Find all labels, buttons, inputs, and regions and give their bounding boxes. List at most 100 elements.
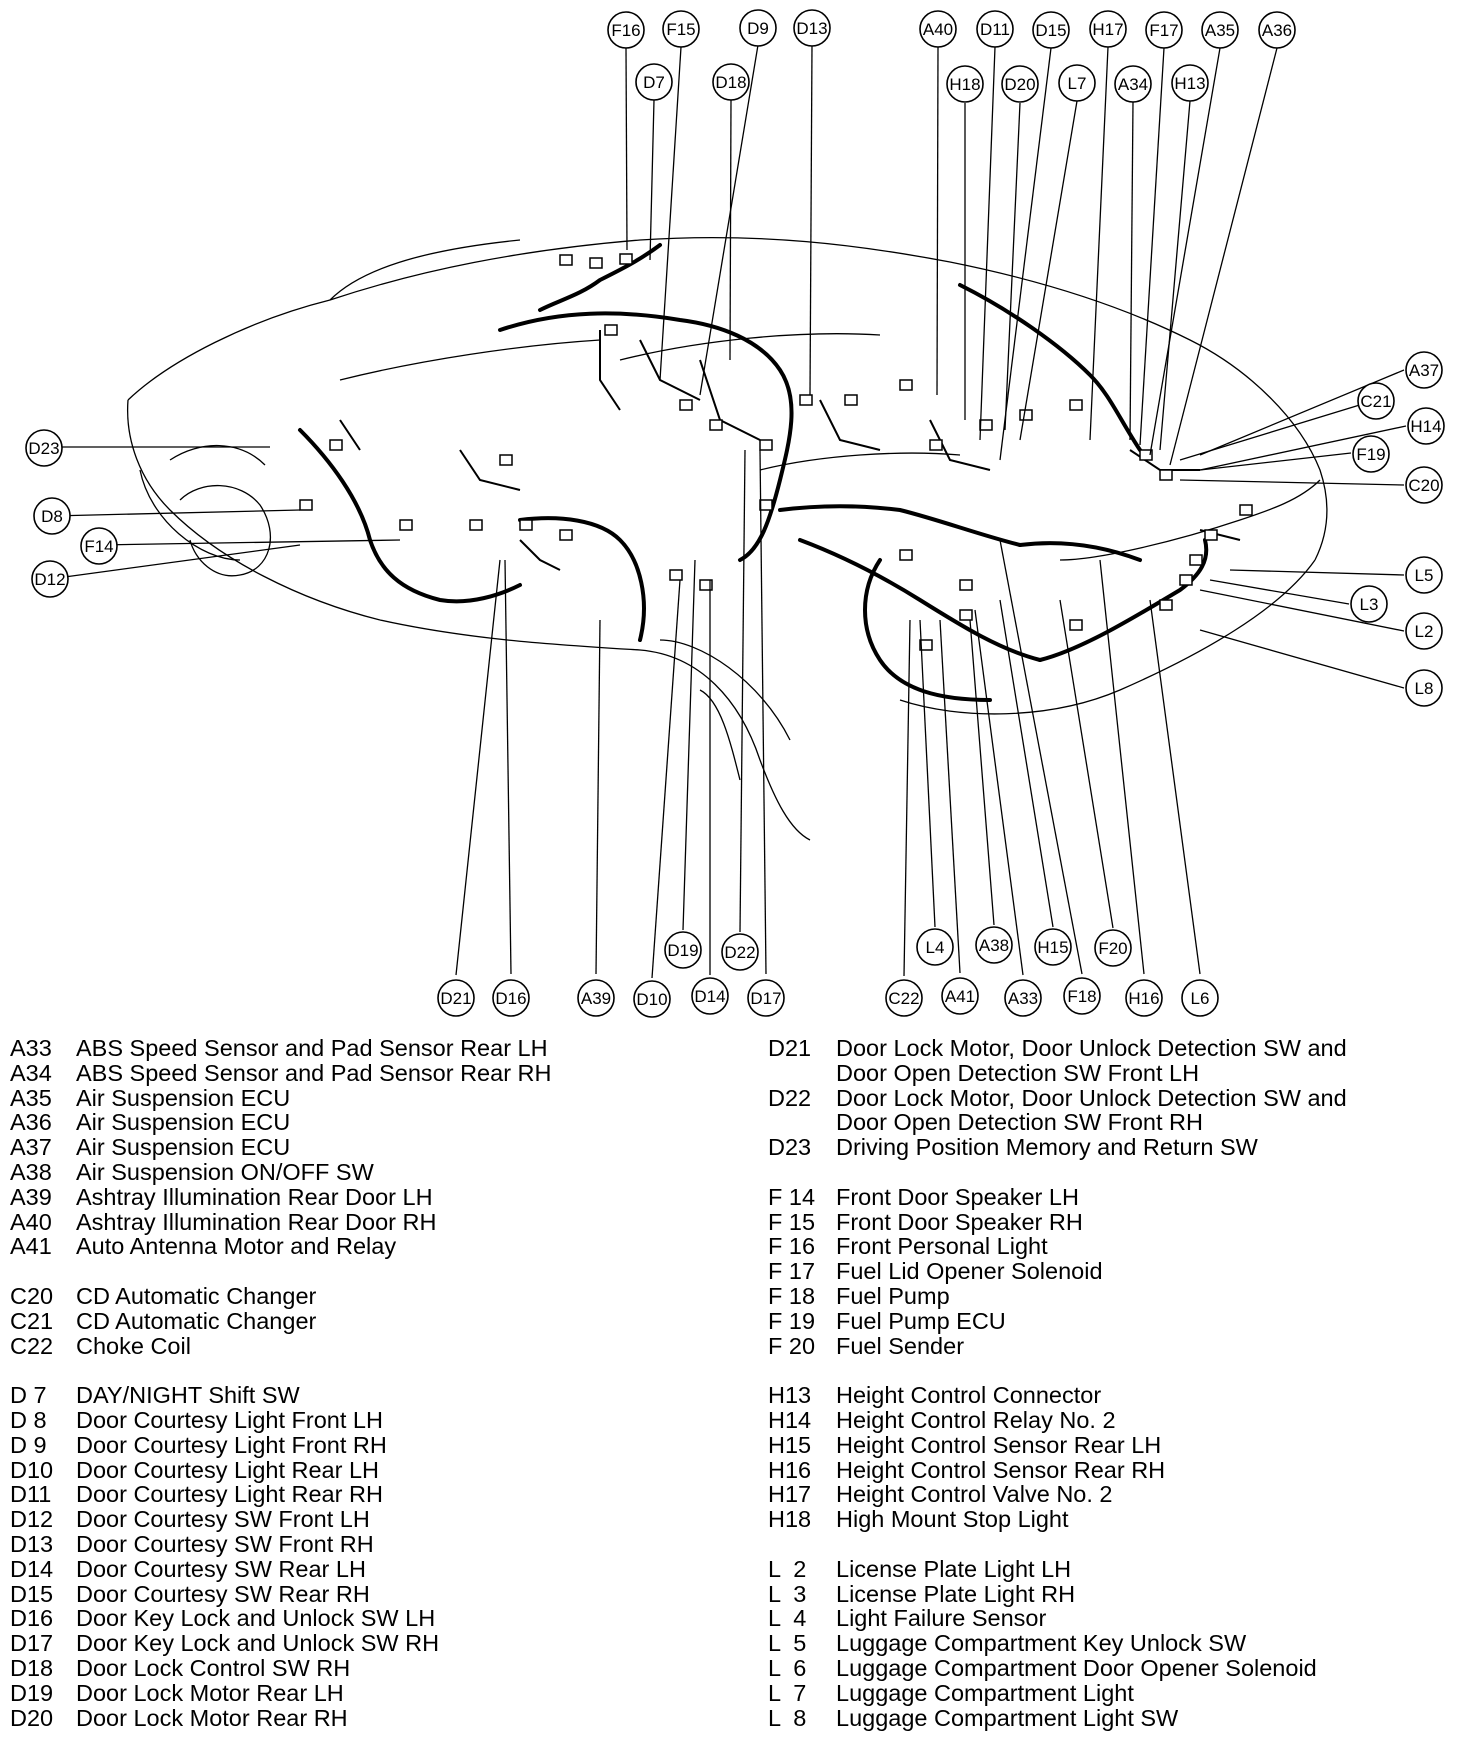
callout-circle: [635, 63, 673, 101]
legend-code: D 7: [10, 1382, 47, 1409]
callout-label: F16: [611, 21, 640, 40]
legend-entry: A38 Air Suspension ON/OFF SW: [10, 1160, 710, 1185]
callout-circle: [1125, 979, 1163, 1017]
callout-f16: F16: [607, 11, 645, 49]
callout-label: D19: [667, 941, 698, 960]
callout-label: D11: [980, 20, 1010, 39]
callout-d19: D19: [664, 931, 702, 969]
legend-description: Front Personal Light: [836, 1233, 1048, 1260]
callout-circle: [25, 429, 63, 467]
callout-h14: H14: [1407, 407, 1445, 445]
callout-label: F18: [1067, 987, 1096, 1006]
legend-code: F 15: [768, 1208, 816, 1235]
legend-code: C21: [10, 1307, 54, 1334]
legend-description: Door Lock Control SW RH: [76, 1654, 351, 1681]
callout-label: H15: [1037, 938, 1068, 957]
callout-label: F14: [84, 537, 113, 556]
legend-description: Door Key Lock and Unlock SW LH: [76, 1605, 436, 1632]
legend-description: Fuel Lid Opener Solenoid: [836, 1258, 1103, 1285]
callout-a41: A41: [941, 977, 979, 1015]
callout-circle: [793, 9, 831, 47]
callout-label: D22: [724, 943, 755, 962]
callout-circle: [633, 980, 671, 1018]
legend-code: D19: [10, 1679, 54, 1706]
legend-code: D15: [10, 1580, 54, 1607]
callout-label: A37: [1409, 361, 1439, 380]
callout-d21: D21: [437, 979, 475, 1017]
wire-harness: [298, 243, 1209, 702]
legend-code: A35: [10, 1084, 52, 1111]
legend-code: D10: [10, 1456, 54, 1483]
callout-circle: [1004, 979, 1042, 1017]
legend-code: F 19: [768, 1307, 816, 1334]
legend-description: Door Courtesy Light Rear RH: [76, 1481, 383, 1508]
legend-description: Air Suspension ON/OFF SW: [76, 1158, 374, 1185]
callout-a33: A33: [1004, 979, 1042, 1017]
legend-code: D23: [768, 1134, 812, 1161]
callout-circle: [1357, 382, 1395, 420]
legend-description: Door Courtesy SW Rear RH: [76, 1580, 370, 1607]
callout-circle: [1032, 11, 1070, 49]
callout-h15: H15: [1034, 928, 1072, 966]
callout-a35: A35: [1201, 11, 1239, 49]
callout-l2: L2: [1405, 612, 1443, 650]
legend-code: D13: [10, 1530, 54, 1557]
legend-description: Fuel Sender: [836, 1332, 965, 1359]
legend-description: Height Control Sensor Rear RH: [836, 1456, 1166, 1483]
legend-code: A41: [10, 1233, 52, 1260]
callout-f14: F14: [80, 527, 118, 565]
callout-d16: D16: [492, 979, 530, 1017]
legend-description: Driving Position Memory and Return SW: [836, 1134, 1258, 1161]
callout-label: L7: [1068, 74, 1087, 93]
callout-c20: C20: [1405, 466, 1443, 504]
callout-circle: [1171, 64, 1209, 102]
callout-d12: D12: [31, 560, 69, 598]
callout-circle: [31, 560, 69, 598]
callout-circle: [916, 928, 954, 966]
callout-d10: D10: [633, 980, 671, 1018]
callout-circle: [664, 931, 702, 969]
callout-circle: [1063, 977, 1101, 1015]
legend-description: Fuel Pump: [836, 1282, 950, 1309]
callout-label: D13: [796, 19, 827, 38]
legend-code: A38: [10, 1158, 52, 1185]
legend-description: Door Courtesy Light Front LH: [76, 1406, 383, 1433]
callout-label: D21: [440, 989, 471, 1008]
legend-description: Door Lock Motor Rear RH: [76, 1704, 348, 1731]
legend-code: L 8: [768, 1704, 807, 1731]
legend-code: A37: [10, 1134, 52, 1161]
legend-description: Height Control Sensor Rear LH: [836, 1431, 1162, 1458]
callout-circle: [80, 527, 118, 565]
callout-a37: A37: [1405, 351, 1443, 389]
callout-label: L5: [1415, 566, 1434, 585]
legend-code: C20: [10, 1282, 54, 1309]
legend-entry: C20 CD Automatic Changer: [10, 1284, 710, 1309]
leader-lines: [44, 44, 1407, 979]
callout-label: D7: [643, 73, 665, 92]
callout-label: D14: [694, 987, 725, 1006]
callout-c21: C21: [1357, 382, 1395, 420]
legend-description: CD Automatic Changer: [76, 1282, 317, 1309]
callout-label: C20: [1408, 476, 1439, 495]
callout-label: F17: [1149, 21, 1178, 40]
legend-code: F 20: [768, 1332, 816, 1359]
